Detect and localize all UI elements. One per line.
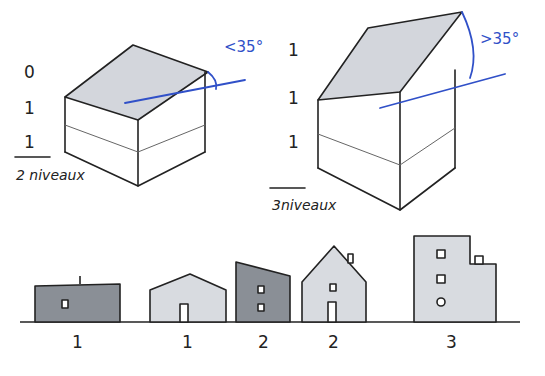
level-number: 1 bbox=[182, 334, 193, 351]
angle-label: <35° bbox=[222, 40, 265, 55]
level-number: 0 bbox=[24, 64, 35, 81]
level-caption: 2 niveaux bbox=[16, 168, 85, 182]
level-number: 2 bbox=[258, 334, 269, 351]
level-number: 1 bbox=[72, 334, 83, 351]
level-number: 1 bbox=[288, 90, 299, 107]
angle-label: >35° bbox=[478, 32, 521, 47]
level-number: 2 bbox=[328, 334, 339, 351]
level-number: 1 bbox=[288, 134, 299, 151]
level-number: 1 bbox=[24, 100, 35, 117]
level-number: 1 bbox=[24, 134, 35, 151]
level-number: 3 bbox=[446, 334, 457, 351]
level-number: 1 bbox=[288, 42, 299, 59]
level-caption: 3niveaux bbox=[272, 198, 336, 212]
